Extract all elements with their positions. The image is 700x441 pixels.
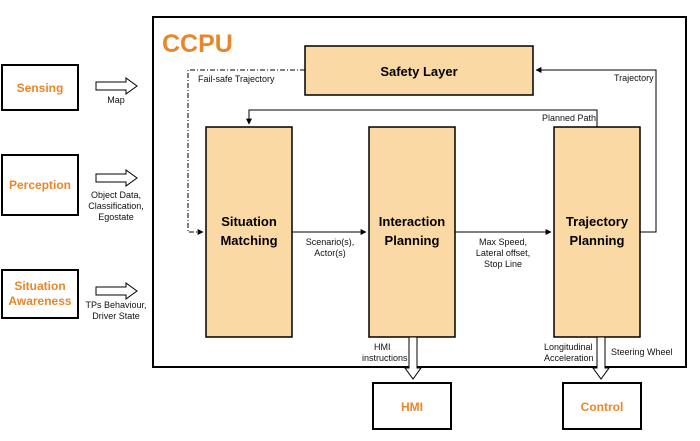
trajectory-planning-box: Trajectory Planning [553,126,641,338]
sensing-label: Sensing [17,81,64,95]
hmi-label: HMI [401,400,423,414]
safety-layer-label: Safety Layer [380,64,457,79]
safety-layer-box: Safety Layer [304,45,534,96]
sensing-input-arrow [95,77,138,95]
situation-matching-label-line2: Matching [220,233,277,248]
perception-annotation-line1: Object Data, [91,190,141,200]
fail-safe-trajectory-connector [187,69,305,235]
max-speed-label-line2: Lateral offset, [476,248,530,258]
hmi-instructions-label-line1: HMI [374,342,391,352]
situation-awareness-annotation-line2: Driver State [92,311,140,321]
hmi-output-arrow [404,336,422,380]
trajectory-planning-label-line1: Trajectory [566,214,629,229]
perception-box: Perception [1,154,79,216]
interaction-planning-label-line2: Planning [385,233,440,248]
planned-path-label: Planned Path [542,113,596,123]
interaction-planning-box: Interaction Planning [368,126,456,338]
sensing-box: Sensing [1,64,79,111]
control-label: Control [581,400,624,414]
situation-awareness-input-arrow [95,282,138,300]
fail-safe-trajectory-label: Fail-safe Trajectory [198,74,275,84]
perception-annotation-line3: Egostate [98,212,134,222]
scenario-label-line2: Actor(s) [314,248,346,258]
trajectory-label: Trajectory [614,73,654,83]
trajectory-feedback-connector [535,67,657,233]
perception-input-arrow [95,169,138,187]
trajectory-planning-label-line2: Planning [570,233,625,248]
hmi-instructions-label-line2: instructions [362,353,408,363]
ccpu-title: CCPU [162,30,233,58]
planned-path-connector [246,109,598,127]
situation-awareness-label-line1: Situation [14,279,65,293]
max-speed-label-line3: Stop Line [484,259,522,269]
perception-label: Perception [9,178,71,192]
perception-annotation-line2: Classification, [88,201,144,211]
longitudinal-label-line2: Acceleration [544,353,594,363]
control-box: Control [562,382,642,430]
situation-awareness-annotation-line1: TPs Behaviour, [85,300,146,310]
longitudinal-label-line1: Longitudinal [544,342,593,352]
max-speed-label-line1: Max Speed, [479,237,527,247]
situation-matching-box: Situation Matching [205,126,293,338]
interaction-planning-label-line1: Interaction [379,214,446,229]
steering-wheel-label: Steering Wheel [611,347,673,357]
scenario-label-line1: Scenario(s), [306,237,355,247]
map-annotation: Map [107,95,125,105]
situation-awareness-box: Situation Awareness [1,269,79,319]
situation-awareness-label-line2: Awareness [8,294,71,308]
hmi-box: HMI [372,382,452,430]
situation-matching-label-line1: Situation [221,214,277,229]
control-output-arrow [592,336,610,380]
